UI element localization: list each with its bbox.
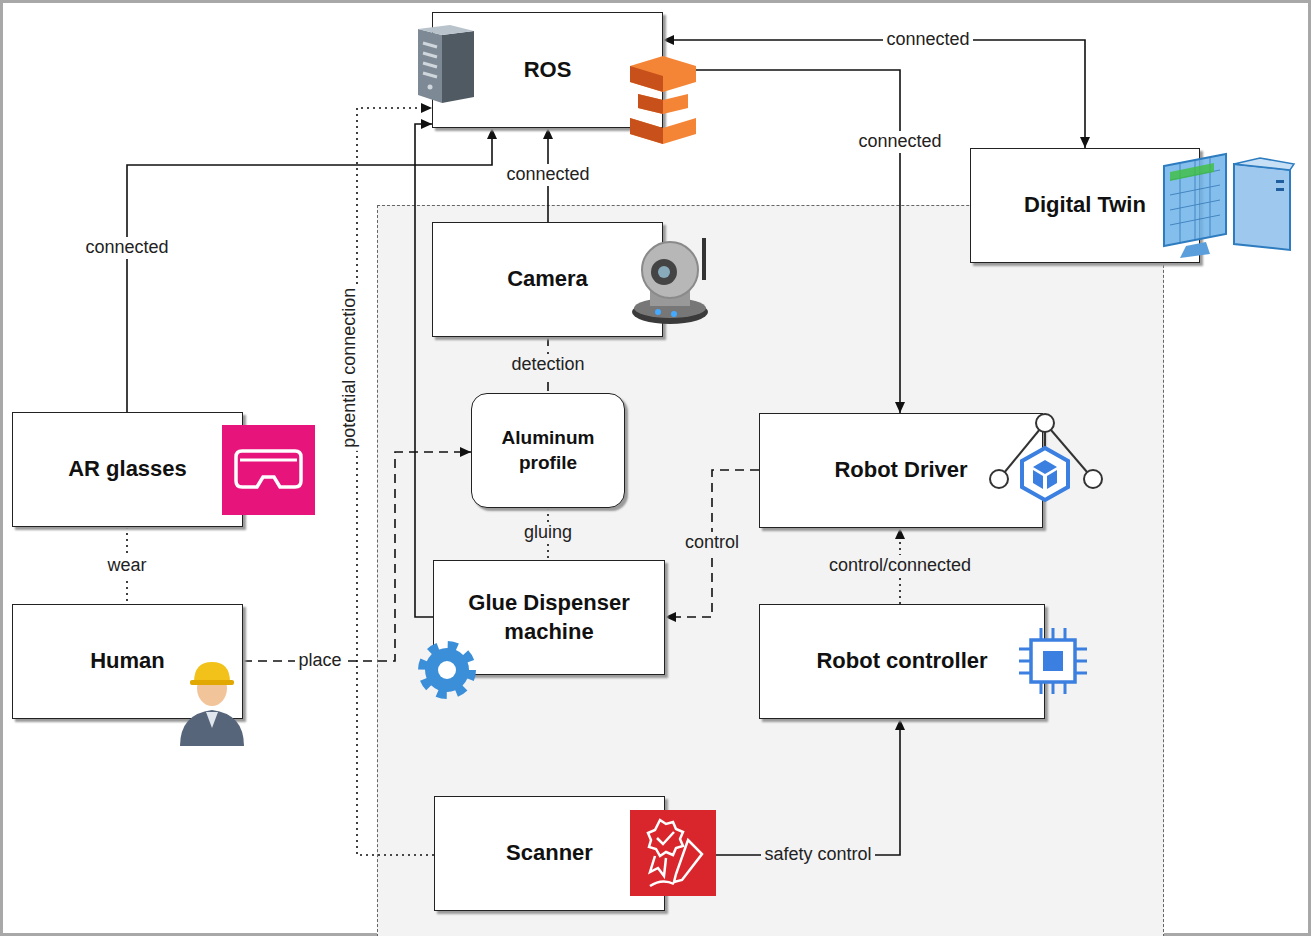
edge-label: control/connected: [826, 555, 974, 577]
process-box: AR glasses: [12, 412, 243, 527]
stack-icon: [620, 52, 706, 148]
edge-label: wear: [104, 555, 149, 577]
server-icon: [412, 25, 478, 103]
connector: [357, 108, 434, 855]
gear-icon: [414, 637, 480, 703]
vr-icon: [222, 425, 315, 515]
camera-icon: [628, 232, 720, 327]
process-box: Robot Driver: [759, 413, 1043, 528]
process-box: Digital Twin: [970, 148, 1200, 263]
edge-label: potential connection: [339, 285, 361, 451]
edge-label: gluing: [521, 522, 575, 544]
edge-label: connected: [883, 29, 972, 51]
node-label: Glue Dispenser machine: [443, 589, 655, 646]
process-box: Robot controller: [759, 604, 1045, 719]
server-icon: [412, 25, 478, 103]
chip-icon: [1019, 626, 1087, 696]
node-label: Camera: [507, 265, 588, 294]
edge-label: detection: [508, 354, 587, 376]
edge-label: connected: [855, 131, 944, 153]
process-box: ROS: [432, 12, 663, 128]
edge-label: place: [295, 650, 344, 672]
chip-icon: [1019, 626, 1087, 696]
connector: [665, 470, 759, 617]
process-box: Aluminum profile: [471, 393, 625, 508]
camera-icon: [628, 232, 720, 327]
driver-icon: [985, 412, 1107, 530]
node-label: Robot controller: [816, 647, 987, 676]
stack-icon: [620, 52, 706, 148]
person-icon: [176, 652, 248, 746]
process-box: Scanner: [434, 796, 665, 911]
twin-icon: [1160, 150, 1296, 262]
node-label: ROS: [524, 56, 572, 85]
person-icon: [176, 652, 248, 746]
driver-icon: [985, 412, 1107, 530]
node-label: Digital Twin: [1024, 191, 1146, 220]
edge-label: safety control: [761, 844, 874, 866]
node-label: Scanner: [506, 839, 593, 868]
edge-label: connected: [503, 164, 592, 186]
connector: [415, 124, 433, 617]
edge-label: control: [682, 532, 742, 554]
scan-icon: [630, 810, 716, 896]
twin-icon: [1160, 150, 1296, 262]
node-label: AR glasses: [68, 455, 187, 484]
node-label: Human: [90, 647, 165, 676]
node-label: Aluminum profile: [481, 426, 615, 475]
node-label: Robot Driver: [834, 456, 967, 485]
connector: [663, 70, 900, 413]
process-box: Camera: [432, 222, 663, 337]
gear-icon: [414, 637, 480, 703]
process-box: Human: [12, 604, 243, 719]
vr-icon: [222, 425, 315, 515]
process-box: Glue Dispenser machine: [433, 560, 665, 675]
edge-label: connected: [82, 237, 171, 259]
scan-icon: [630, 810, 716, 896]
